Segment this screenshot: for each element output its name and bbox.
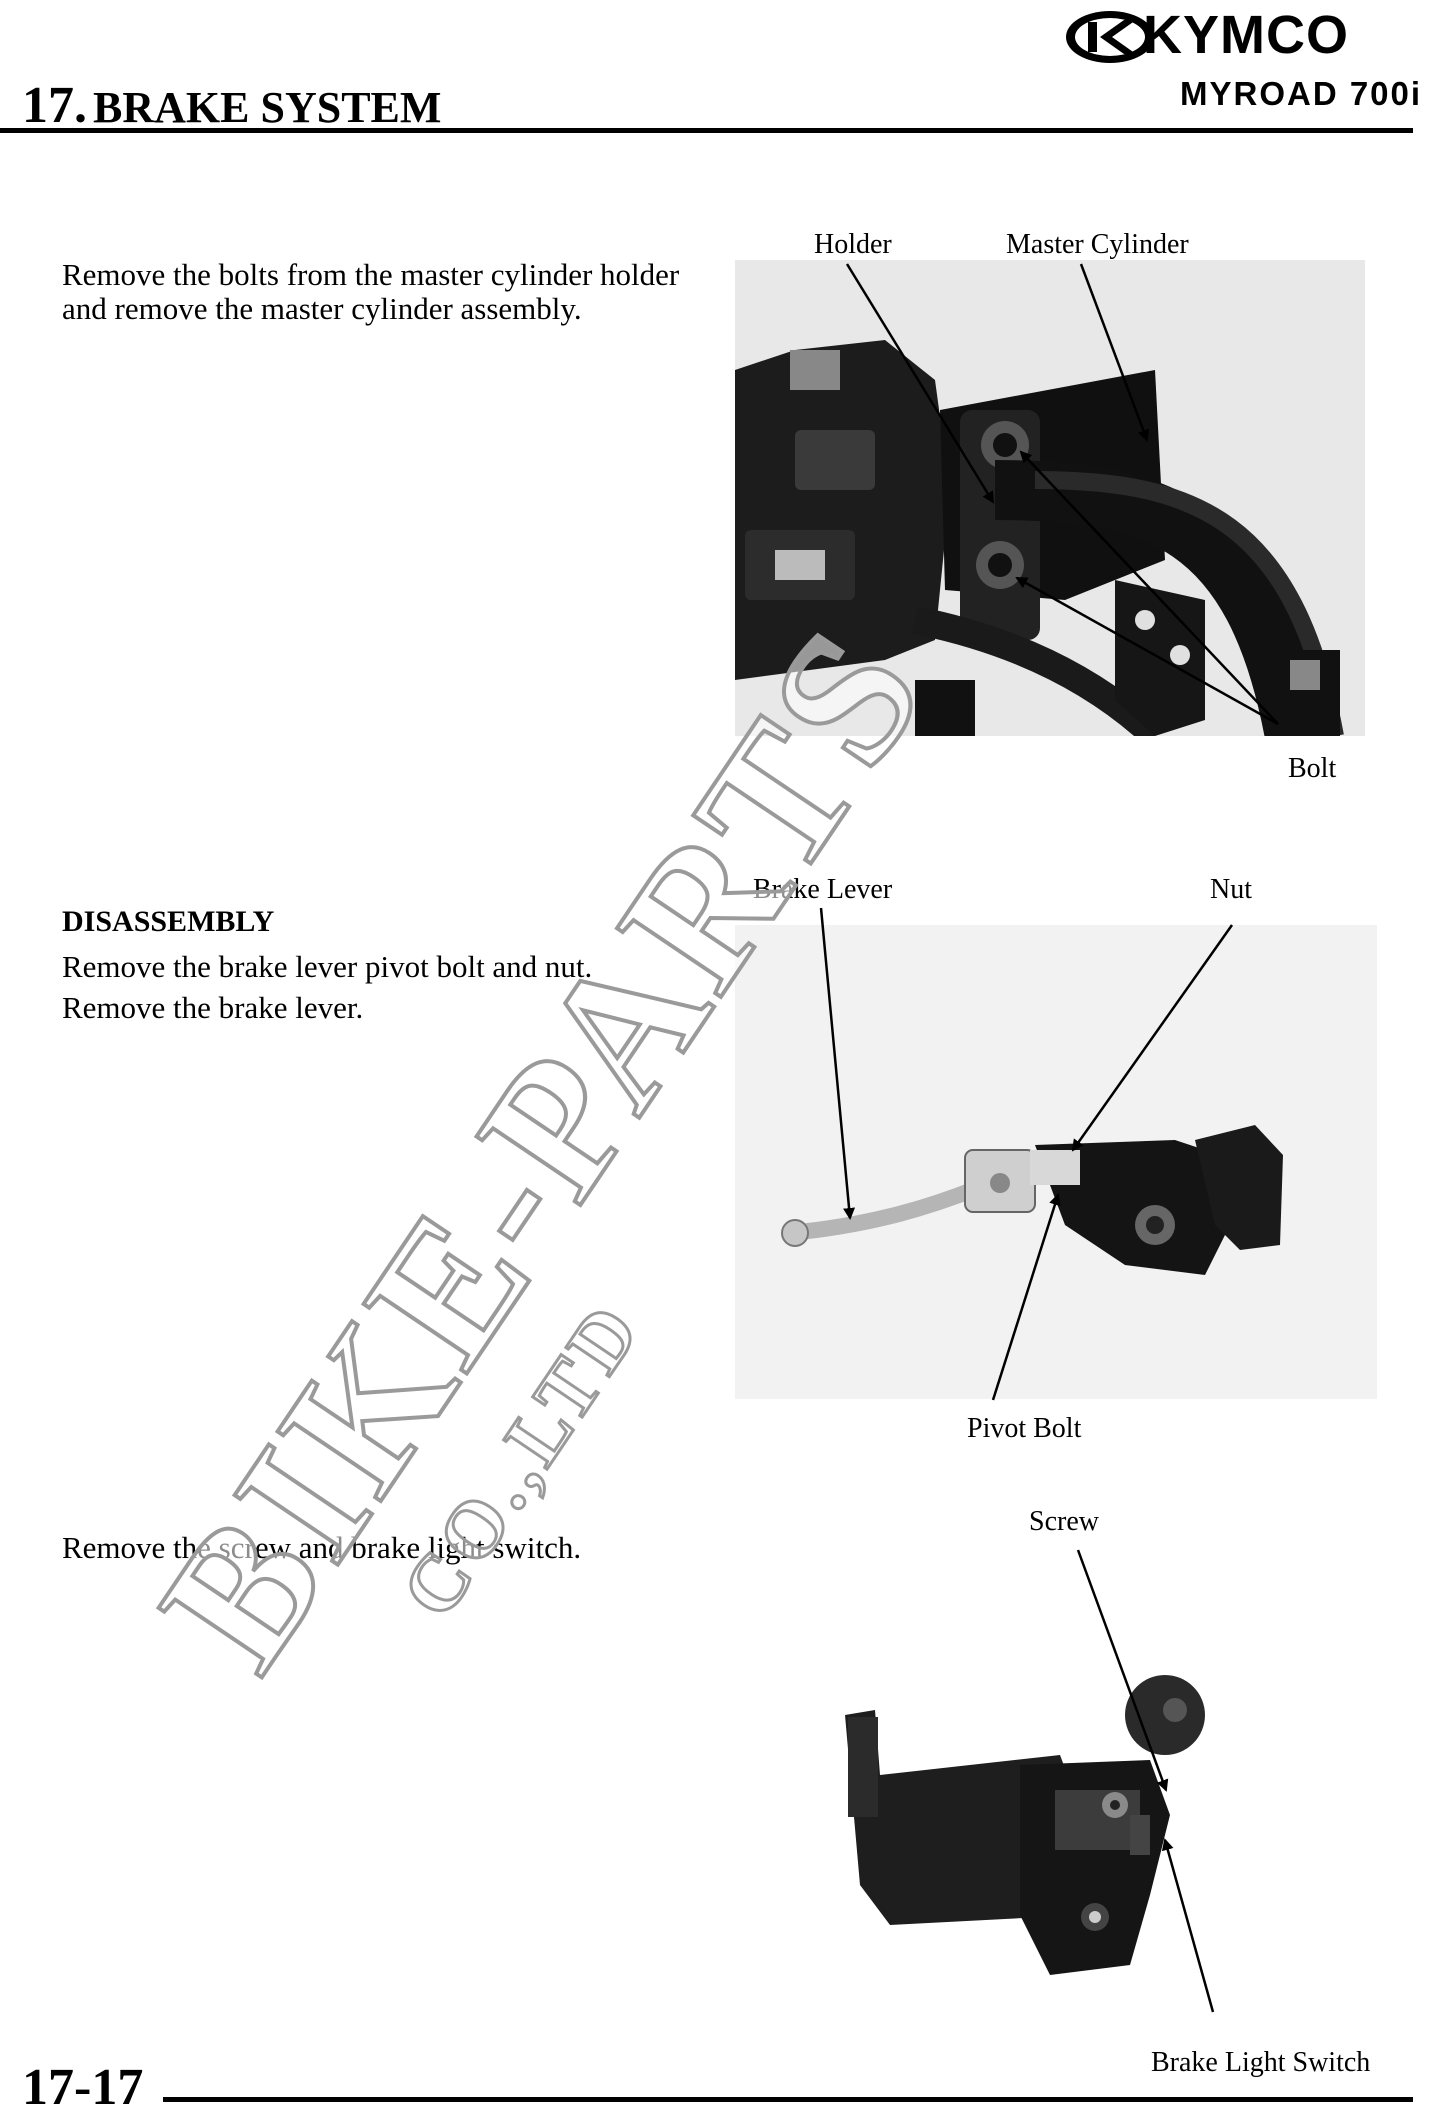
label-brake-light-switch: Brake Light Switch [1151,2047,1371,2078]
label-screw: Screw [1029,1506,1099,1537]
photo-master-cylinder-on-handlebar [735,260,1365,736]
step-2-line-2: Remove the brake lever. [62,990,364,1025]
label-pivot-bolt: Pivot Bolt [967,1413,1082,1444]
label-bolt: Bolt [1288,753,1337,784]
step-2-line-1: Remove the brake lever pivot bolt and nu… [62,949,593,984]
label-nut: Nut [1210,874,1252,905]
label-brake-lever: Brake Lever [753,874,893,905]
header-rule [0,128,1413,133]
disassembly-heading: DISASSEMBLY [62,905,275,938]
model-name: MYROAD 700i [1180,75,1423,112]
page-number: 17-17 [22,2059,144,2116]
footer-rule [163,2097,1413,2102]
chapter-heading: 17.BRAKE SYSTEM [22,78,441,146]
chapter-number: 17. [22,77,87,134]
kymco-emblem-icon [1066,11,1154,63]
photo-master-cylinder-with-switch [830,1655,1250,1985]
brand-name: KYMCO [1143,5,1349,65]
step-1-text: Remove the bolts from the master cylinde… [62,257,680,326]
label-master-cylinder: Master Cylinder [1006,229,1189,260]
label-holder: Holder [814,229,892,260]
step-3-text: Remove the screw and brake light switch. [62,1530,582,1565]
watermark-sub-text: CO.,LTD [385,1286,659,1633]
photo-brake-lever-assembly [735,925,1377,1399]
kymco-logo [1062,6,1422,68]
chapter-title: BRAKE SYSTEM [93,83,442,132]
